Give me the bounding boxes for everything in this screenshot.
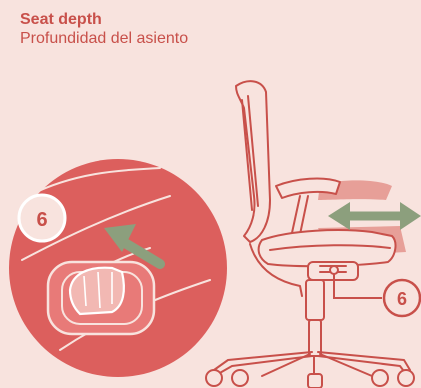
detail-callout-number: 6: [36, 209, 47, 231]
chair-callout-badge: 6: [382, 278, 421, 318]
office-chair: [205, 80, 415, 388]
seat: [257, 229, 397, 268]
detail-callout-badge: 6: [17, 193, 67, 243]
gas-lift: [305, 279, 325, 357]
detail-zoom: 6: [9, 159, 227, 377]
lever-handle: [68, 266, 125, 316]
arrow-up-left-icon: [104, 224, 165, 269]
casters: [205, 369, 415, 388]
page-title: Seat depth: [20, 11, 102, 28]
callout-leader: [329, 265, 382, 299]
page-subtitle: Profundidad del asiento: [20, 30, 189, 47]
backrest: [235, 80, 271, 243]
double-arrow-horizontal-icon: [328, 202, 421, 230]
chair-callout-number: 6: [397, 289, 407, 309]
title-block: Seat depth Profundidad del asiento: [20, 10, 188, 48]
